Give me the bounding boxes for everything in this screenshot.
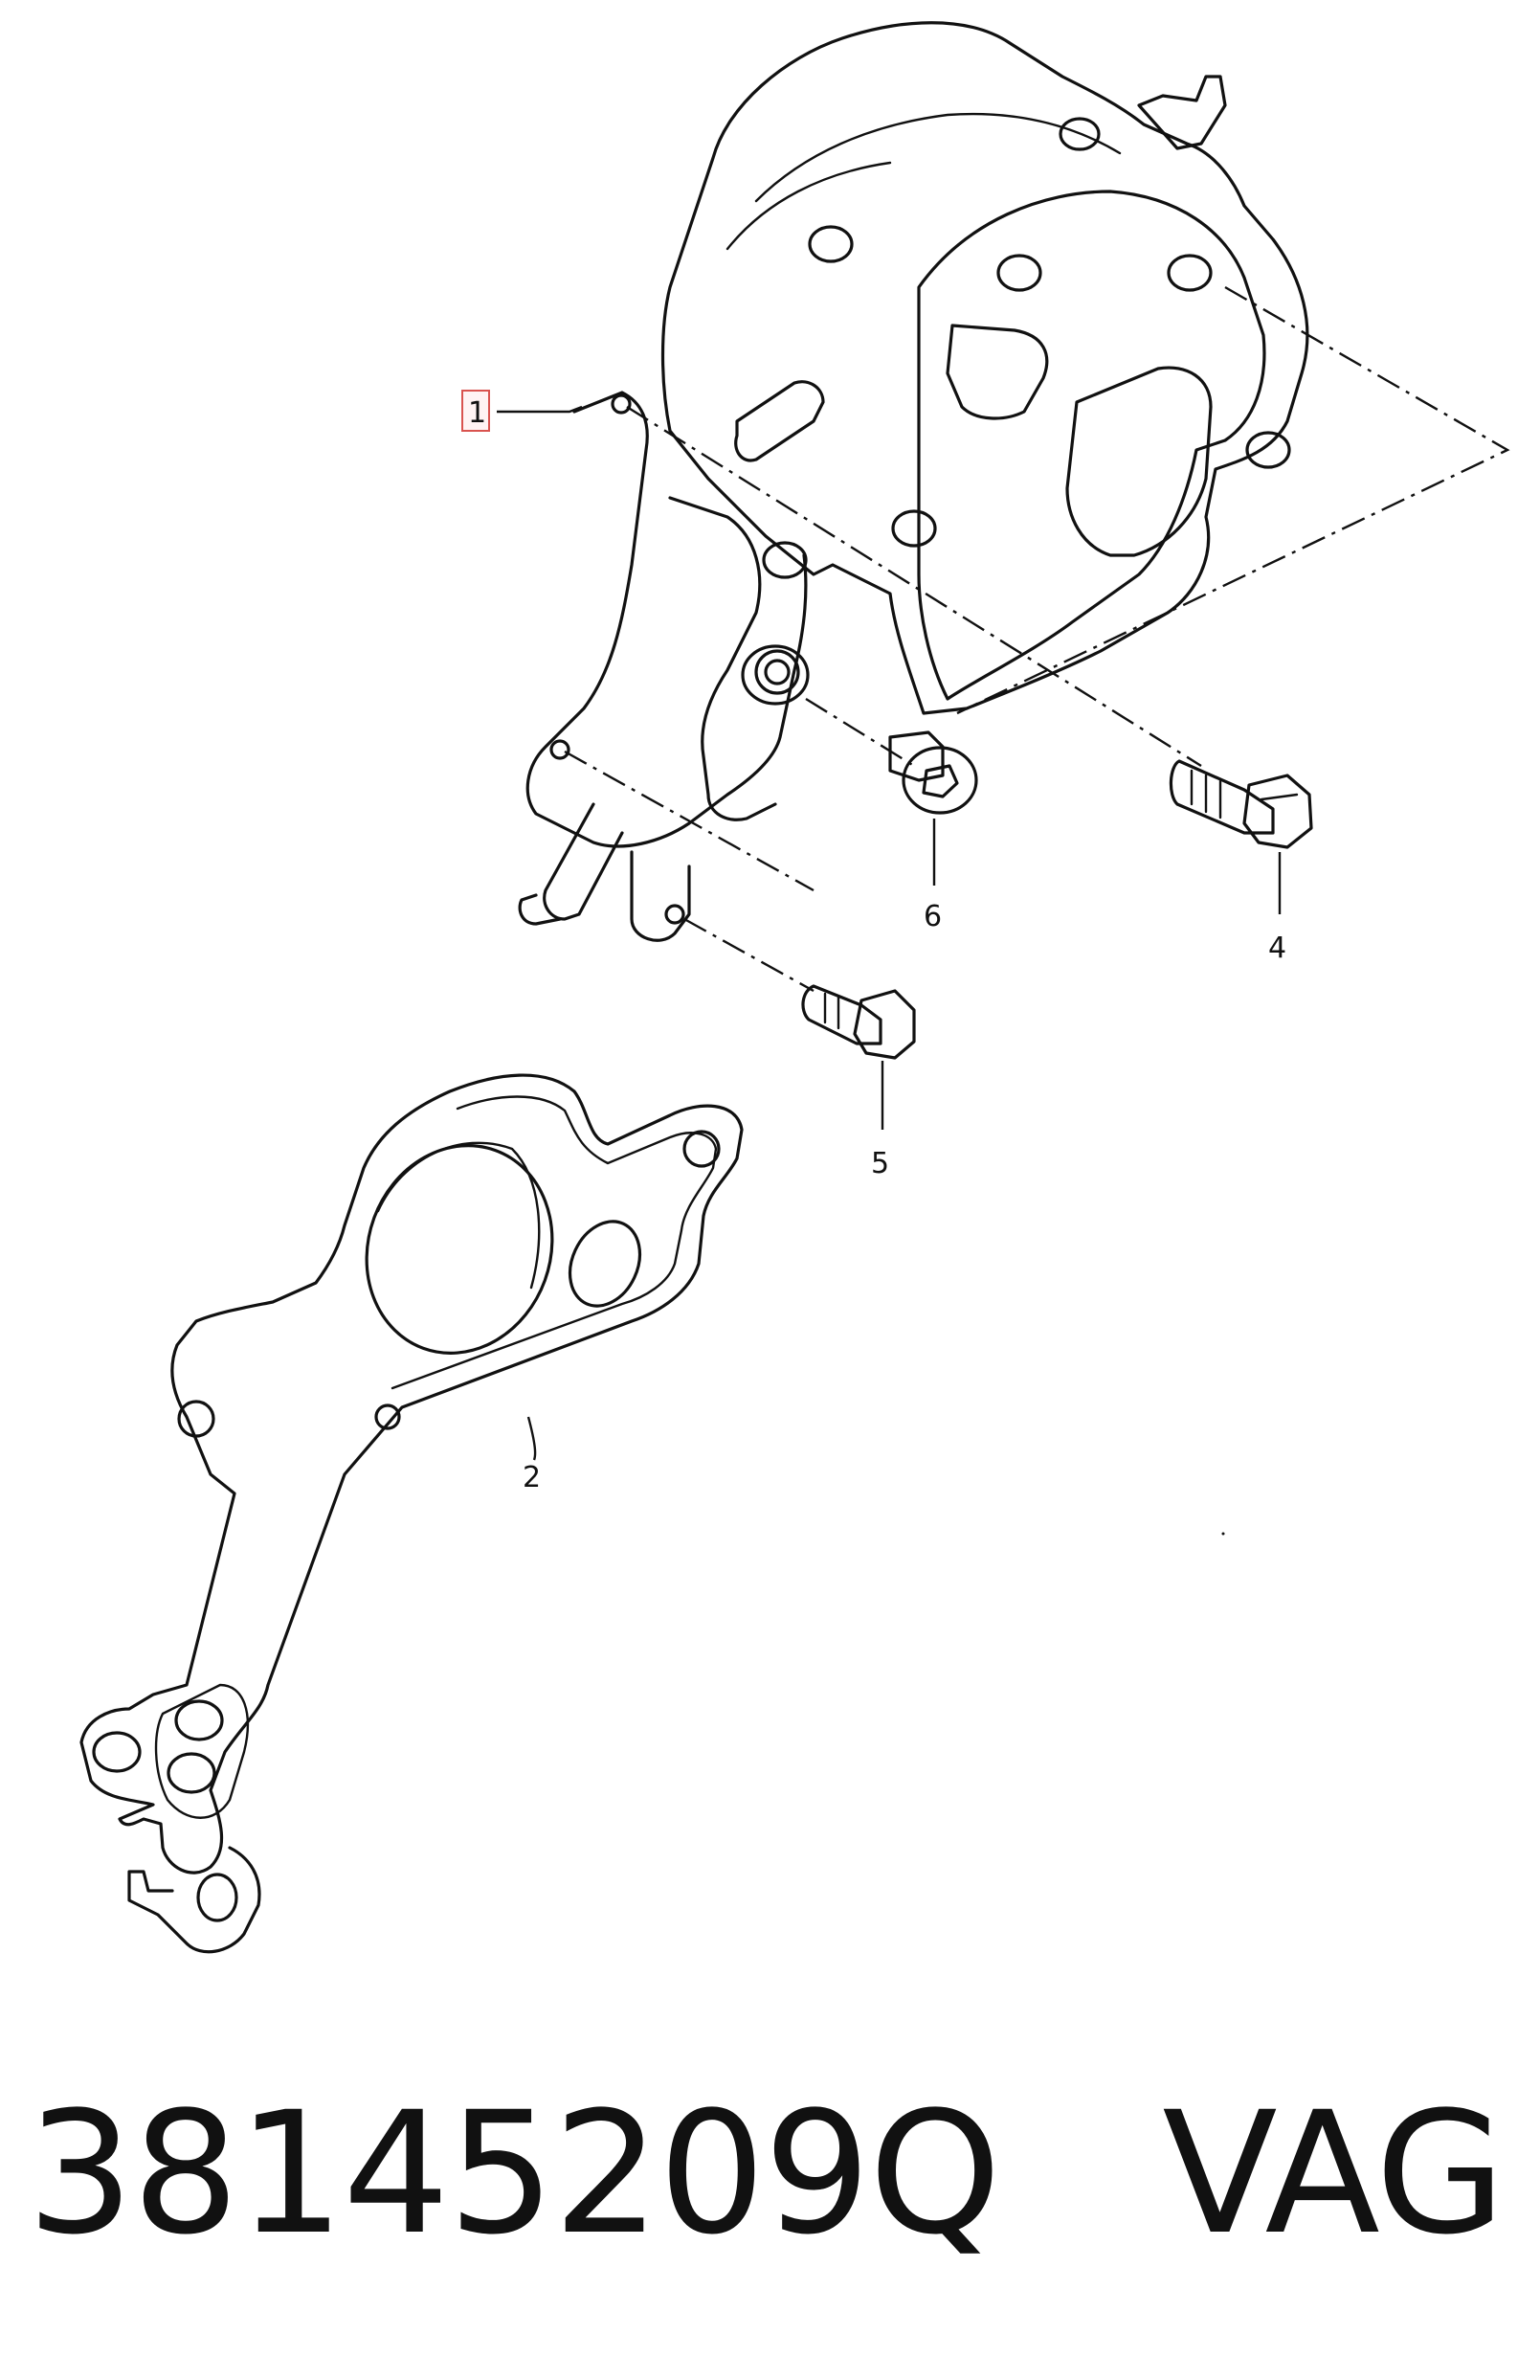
callout-4[interactable]: 4: [1268, 852, 1286, 965]
exploded-parts-diagram: 1 2 4 5 6: [79, 21, 1510, 1954]
callout-label-2: 2: [523, 1461, 541, 1494]
callout-label-5: 5: [871, 1147, 889, 1180]
callout-label-4: 4: [1268, 932, 1286, 965]
brand-name: VAG: [1162, 2075, 1506, 2272]
stray-dot: [1221, 1532, 1225, 1536]
bolt-4: [1169, 759, 1313, 849]
callout-2[interactable]: 2: [523, 1416, 541, 1494]
callout-6[interactable]: 6: [924, 819, 942, 933]
callout-1[interactable]: 1: [461, 390, 583, 432]
callout-5[interactable]: 5: [871, 1061, 889, 1180]
vacuum-pump: [518, 21, 1309, 942]
gasket: [79, 1073, 744, 1954]
callout-label-1: 1: [468, 396, 486, 430]
part-number: 38145209Q: [27, 2075, 1001, 2272]
plug-6: [888, 730, 978, 815]
bolt-5: [801, 984, 916, 1060]
callout-label-6: 6: [924, 900, 942, 933]
assembly-guide-lines: [564, 285, 1510, 993]
part-caption: 38145209Q VAG: [27, 2075, 1520, 2272]
